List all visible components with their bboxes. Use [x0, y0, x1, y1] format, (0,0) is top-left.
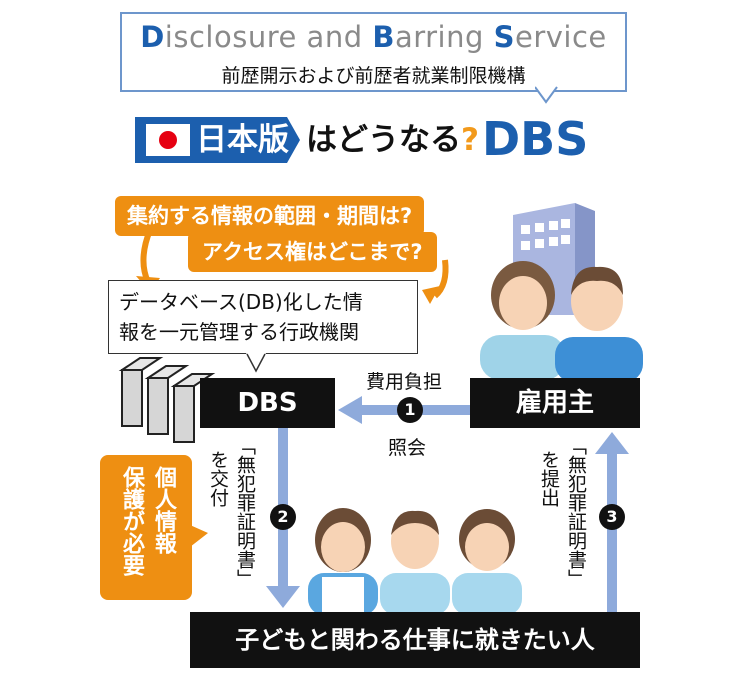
callout-pointer [246, 353, 266, 373]
english-name: Disclosure and Barring Service [140, 20, 607, 54]
applicants-illustration [308, 508, 522, 615]
step1-label-inquiry: 照会 [388, 437, 427, 459]
step2-action: を交付 [207, 450, 229, 507]
title-tag-text: 日本版 [196, 122, 289, 158]
japan-flag-icon [146, 124, 190, 156]
question-bubble-access: アクセス権はどこまで? [188, 232, 437, 272]
step1-number-badge: 1 [397, 397, 423, 423]
title-question: はどうなる? [306, 122, 479, 158]
callout-line: 報を一元管理する行政機関 [119, 320, 359, 344]
dbs-definition-box: Disclosure and Barring Service 前歴開示および前歴… [120, 12, 627, 92]
callout-line: データベース(DB)化した情 [119, 290, 363, 314]
dbs-node: DBS [200, 378, 335, 428]
step3-action: を提出 [538, 450, 560, 507]
step3-certificate: 「無犯罪証明書」 [565, 436, 587, 588]
employer-illustration [480, 203, 643, 380]
step2-certificate: 「無犯罪証明書」 [234, 436, 256, 588]
step3-number-badge: 3 [599, 504, 625, 530]
step2-number-badge: 2 [270, 504, 296, 530]
privacy-note-col1: 個人情報 [151, 466, 176, 554]
privacy-bubble [100, 455, 208, 600]
question-bubble-scope: 集約する情報の範囲・期間は? [115, 196, 425, 236]
japanese-name: 前歴開示および前歴者就業制限機構 [221, 65, 526, 87]
server-icon [118, 357, 216, 443]
employer-node: 雇用主 [470, 378, 640, 428]
title-acronym: DBS [482, 112, 589, 166]
step1-label-cost: 費用負担 [366, 371, 443, 393]
speech-pointer [535, 86, 558, 104]
privacy-note-col2: 保護が必要 [119, 466, 144, 576]
applicant-node: 子どもと関わる仕事に就きたい人 [190, 612, 640, 668]
